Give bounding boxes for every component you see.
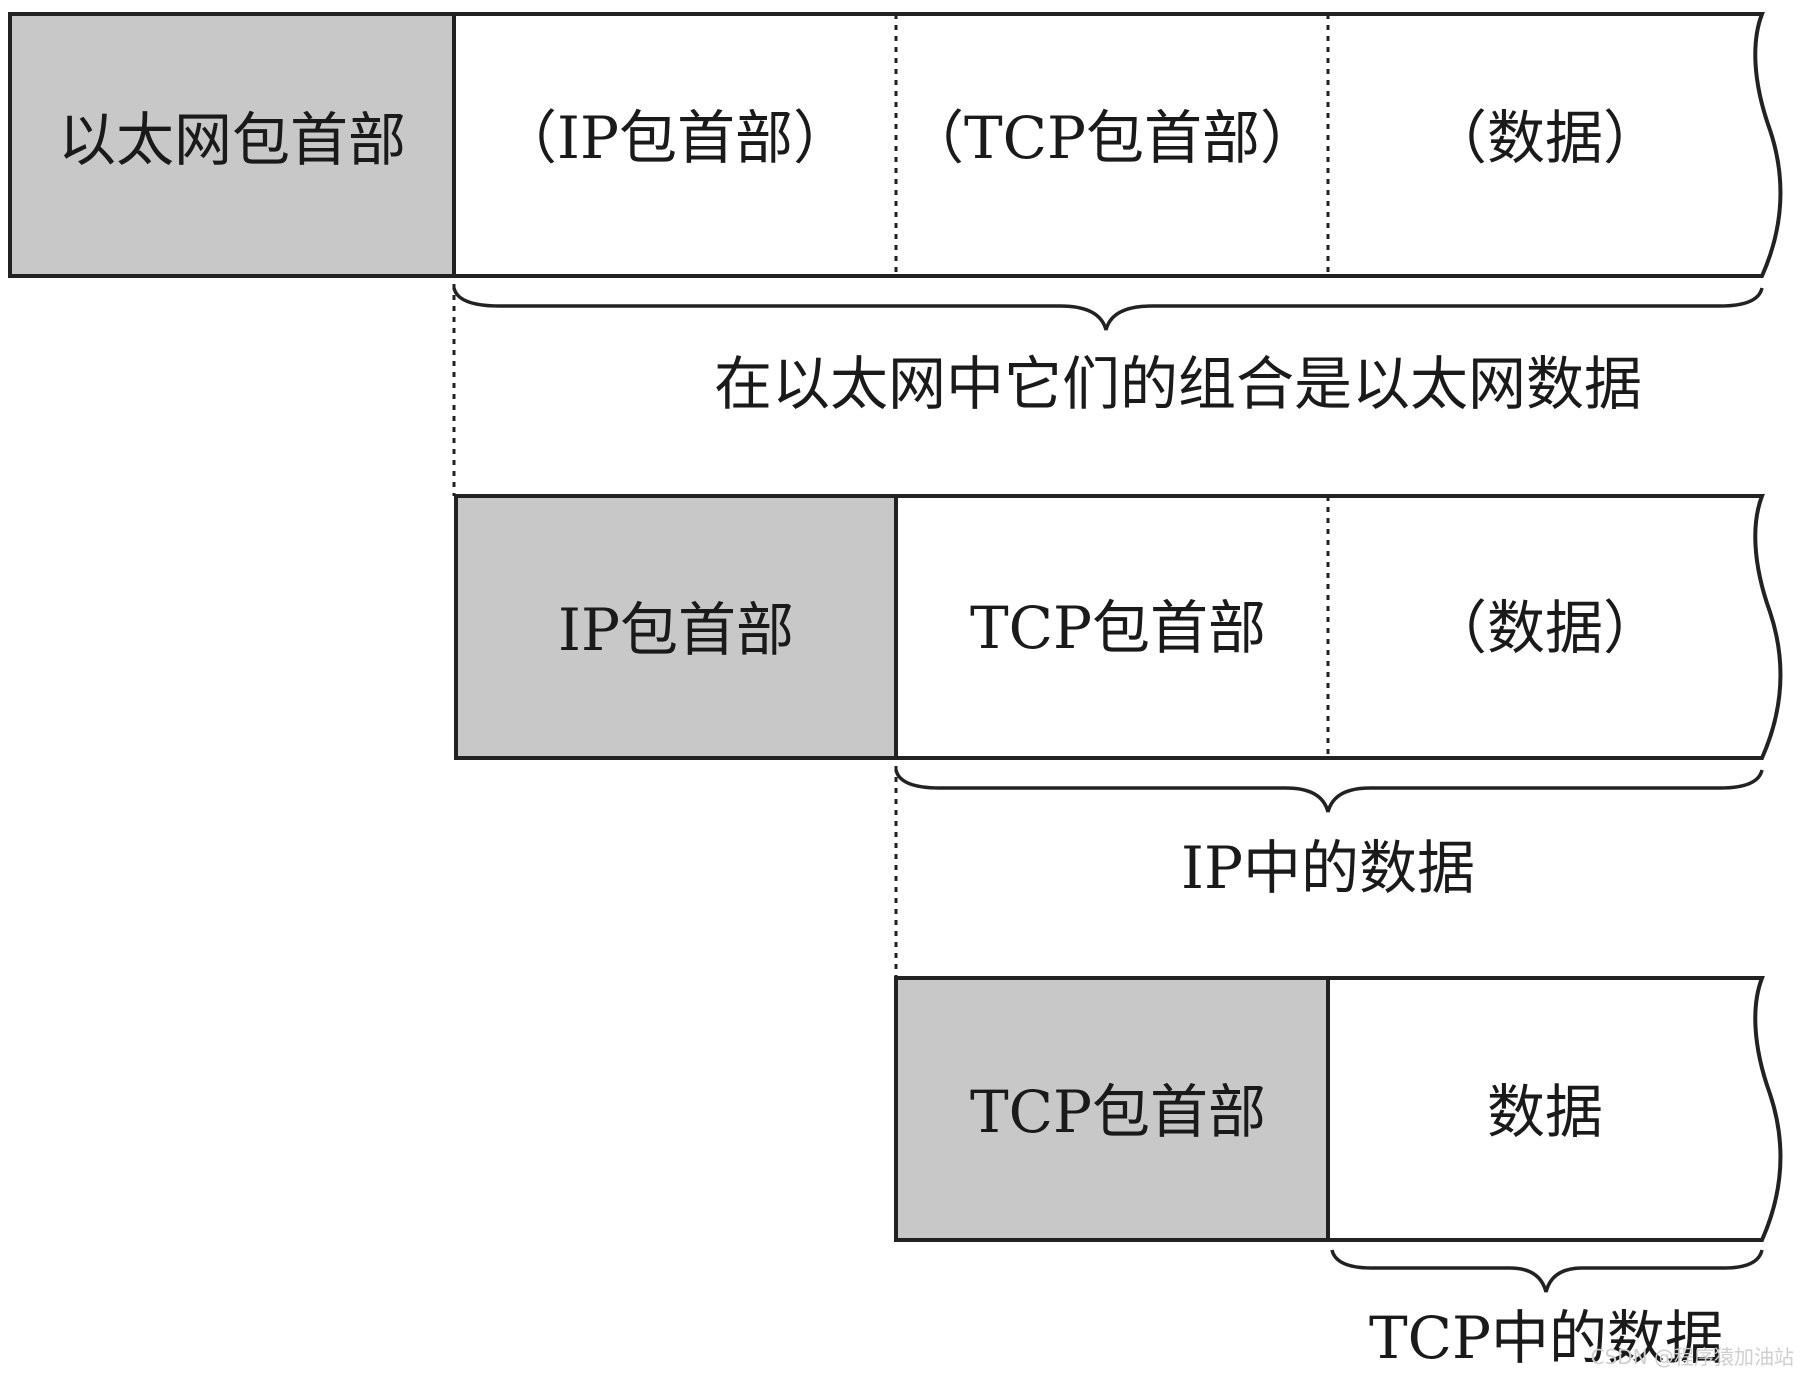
row3-packet: TCP包首部 数据 [894, 976, 1783, 1242]
row2-header-label: IP包首部 [558, 596, 794, 664]
row2-body-outline [896, 494, 1783, 760]
watermark-text: CSDN @程序猿加油站 [1591, 1345, 1794, 1369]
row1-header-label: 以太网包首部 [58, 106, 406, 174]
row3-header-cell [894, 976, 1330, 1242]
row2-caption: IP中的数据 [1181, 834, 1475, 902]
row1-caption: 在以太网中它们的组合是以太网数据 [714, 350, 1642, 418]
row2-field-data: （数据） [1429, 594, 1661, 662]
row3-header-label: TCP包首部 [970, 1078, 1266, 1146]
row3-caption: TCP中的数据 [1369, 1304, 1723, 1372]
row2-field-tcp-header: TCP包首部 [970, 594, 1266, 662]
row2-header-cell [454, 494, 898, 760]
row3-field-data: 数据 [1487, 1078, 1603, 1146]
row1-body-outline [454, 12, 1783, 278]
row1-field-data: （数据） [1429, 104, 1661, 172]
row1-header-cell [8, 12, 456, 278]
row1-brace [452, 287, 1764, 331]
row1-field-ip-header: （IP包首部） [499, 104, 851, 172]
row2-packet: IP包首部 TCP包首部 （数据） [454, 494, 1783, 760]
row3-body-outline [1328, 976, 1783, 1242]
row1-packet: 以太网包首部 （IP包首部） （TCP包首部） （数据） [8, 12, 1783, 278]
row1-field-tcp-header: （TCP包首部） [906, 104, 1318, 172]
row2-brace [894, 769, 1764, 813]
row3-brace [1330, 1249, 1764, 1293]
